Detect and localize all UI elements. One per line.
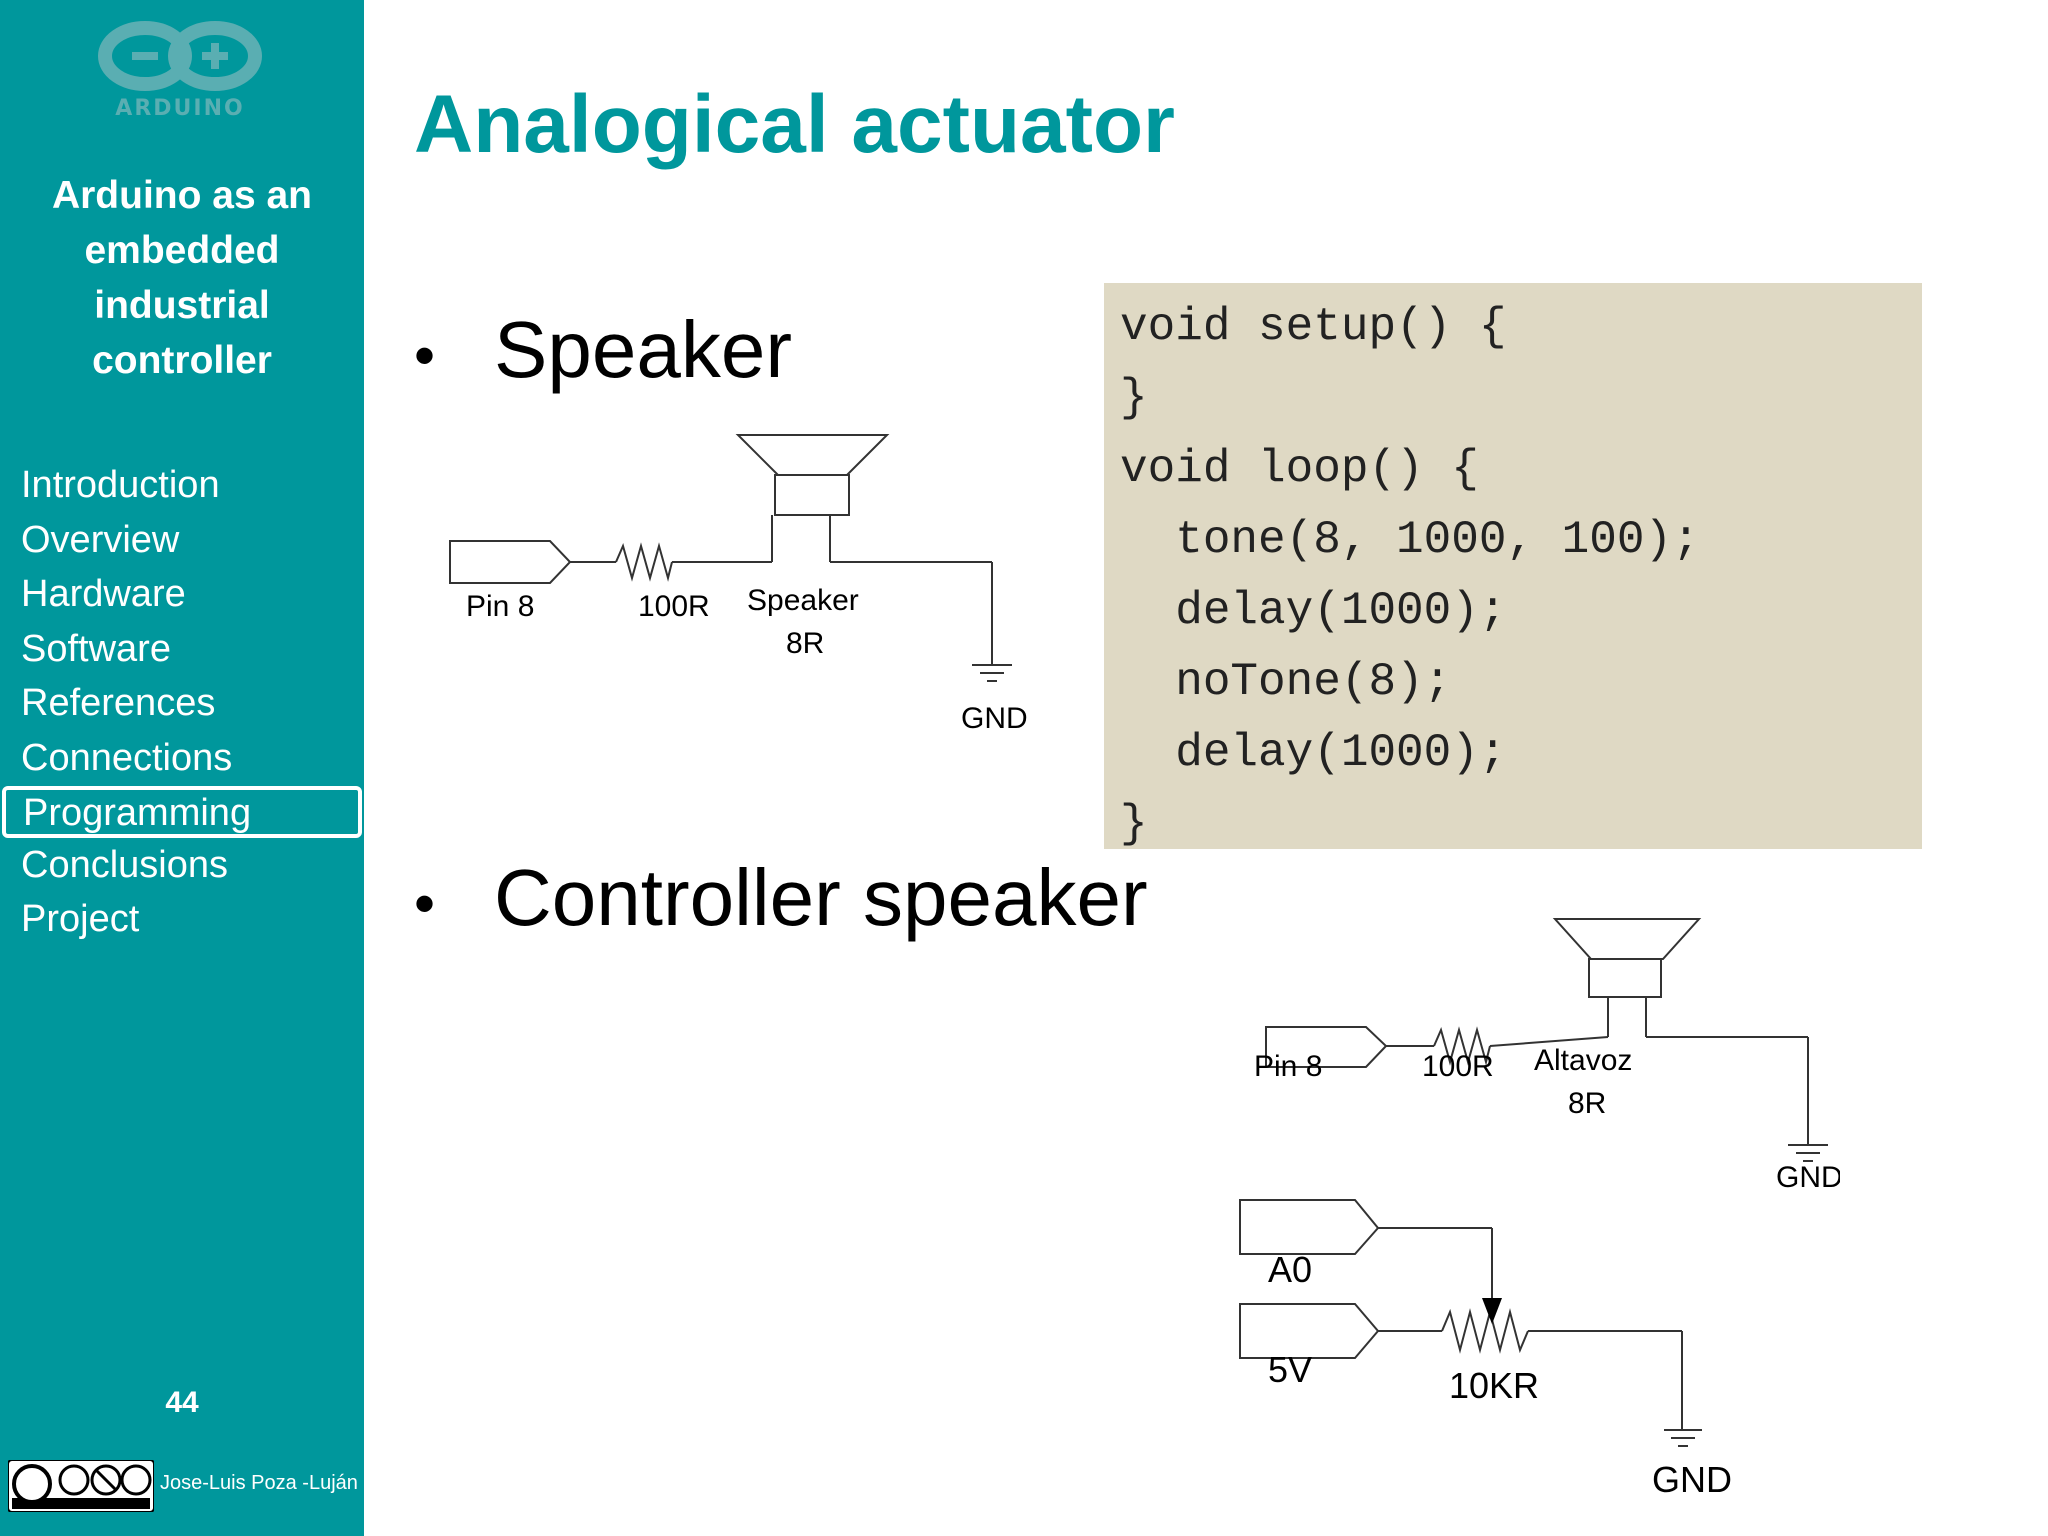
ground-icon bbox=[1664, 1429, 1702, 1447]
code-line: void loop() { bbox=[1120, 443, 1479, 495]
logo-text: ARDUINO bbox=[115, 96, 245, 121]
section-nav: Introduction Overview Hardware Software … bbox=[0, 458, 364, 947]
ground-label: GND bbox=[1652, 1459, 1732, 1500]
nav-item-hardware[interactable]: Hardware bbox=[21, 573, 186, 616]
ground-label: GND bbox=[961, 702, 1028, 735]
arduino-logo-icon bbox=[98, 21, 262, 91]
nav-item-connections[interactable]: Connections bbox=[21, 736, 233, 779]
speaker-value-label: 8R bbox=[1568, 1087, 1606, 1120]
code-block: void setup() { } void loop() { tone(8, 1… bbox=[1104, 283, 1922, 850]
bullet-text: Controller speaker bbox=[494, 853, 1148, 942]
speaker-circuit-diagram: Pin 8 100R Speaker 8R GND bbox=[449, 434, 1028, 735]
ground-icon bbox=[972, 664, 1012, 682]
page-number: 44 bbox=[165, 1386, 199, 1419]
deck-title-line: controller bbox=[92, 339, 272, 382]
arduino-logo: ARDUINO bbox=[90, 16, 270, 131]
speaker-label: Altavoz bbox=[1534, 1044, 1632, 1077]
supply-label: 5V bbox=[1268, 1349, 1312, 1390]
speaker-icon bbox=[1552, 918, 1702, 960]
deck-title-line: embedded bbox=[84, 229, 280, 272]
code-line: delay(1000); bbox=[1120, 727, 1507, 779]
wiper-arrow-icon bbox=[1482, 1298, 1502, 1324]
sidebar: ARDUINO Arduino as an embedded industria… bbox=[0, 0, 364, 1536]
ground-label: GND bbox=[1776, 1161, 1840, 1194]
pin-label: Pin 8 bbox=[1254, 1050, 1322, 1083]
nav-item-introduction[interactable]: Introduction bbox=[21, 464, 220, 506]
code-line: } bbox=[1120, 798, 1148, 850]
speaker-body-icon bbox=[774, 474, 850, 516]
ground-icon bbox=[1788, 1144, 1828, 1162]
potentiometer-label: 10KR bbox=[1449, 1365, 1539, 1406]
deck-title: Arduino as an embedded industrial contro… bbox=[20, 168, 344, 388]
nav-item-software[interactable]: Software bbox=[21, 627, 171, 670]
code-line: tone(8, 1000, 100); bbox=[1120, 514, 1700, 566]
resistor-label: 100R bbox=[1422, 1050, 1494, 1083]
bullet-text: Speaker bbox=[494, 305, 792, 394]
pin-label: Pin 8 bbox=[466, 590, 534, 623]
speaker-body-icon bbox=[1588, 958, 1662, 998]
nav-item-references[interactable]: References bbox=[21, 682, 216, 725]
slide-title: Analogical actuator bbox=[414, 79, 1175, 170]
analog-pin-label: A0 bbox=[1268, 1249, 1312, 1290]
code-line: delay(1000); bbox=[1120, 585, 1507, 637]
nav-item-overview[interactable]: Overview bbox=[21, 518, 180, 561]
5v-connector-icon bbox=[1239, 1303, 1380, 1359]
deck-title-line: industrial bbox=[94, 284, 270, 327]
pin8-connector-icon bbox=[1265, 1026, 1388, 1068]
a0-connector-icon bbox=[1239, 1199, 1380, 1255]
resistor-icon bbox=[615, 542, 673, 582]
resistor-icon bbox=[1433, 1026, 1491, 1066]
resistor-label: 100R bbox=[638, 590, 710, 623]
nav-item-conclusions[interactable]: Conclusions bbox=[21, 843, 228, 886]
code-line: } bbox=[1120, 372, 1148, 424]
controller-speaker-circuit-diagram: Pin 8 100R Altavoz 8R GND A0 5V 10KR GND bbox=[1239, 918, 1840, 1500]
nav-item-programming[interactable]: Programming bbox=[2, 785, 362, 838]
bullet-dot-icon: • bbox=[414, 322, 436, 390]
author-name: Jose-Luis Poza -Luján bbox=[160, 1472, 358, 1494]
speaker-value-label: 8R bbox=[786, 627, 824, 660]
cc-license-icon bbox=[8, 1460, 154, 1512]
nav-item-project[interactable]: Project bbox=[21, 898, 140, 941]
potentiometer-icon bbox=[1441, 1308, 1529, 1354]
bullet-controller-speaker: • Controller speaker bbox=[414, 852, 1148, 944]
speaker-icon bbox=[735, 434, 890, 476]
code-line: void setup() { bbox=[1120, 301, 1507, 353]
deck-title-line: Arduino as an bbox=[51, 174, 313, 217]
code-line: noTone(8); bbox=[1120, 656, 1452, 708]
speaker-label: Speaker bbox=[747, 584, 859, 617]
bullet-speaker: • Speaker bbox=[414, 304, 792, 396]
bullet-dot-icon: • bbox=[414, 870, 436, 938]
pin8-connector-icon bbox=[449, 540, 572, 584]
